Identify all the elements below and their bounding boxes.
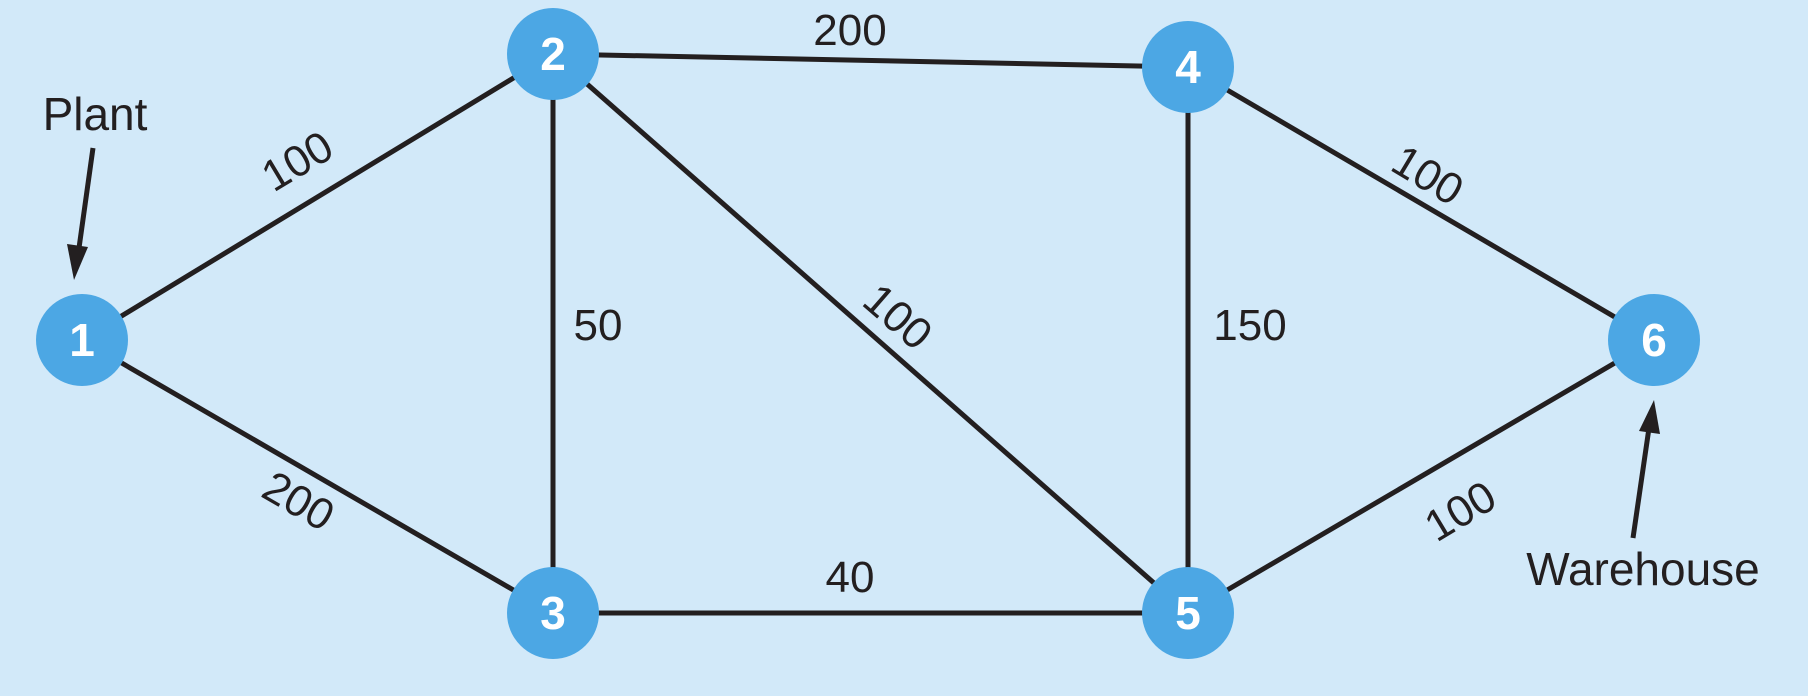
- node-6-label: 6: [1641, 314, 1667, 366]
- node-4-circle: [1142, 21, 1234, 113]
- edge-5-6: [1186, 337, 1656, 616]
- annotation-plant: Plant: [43, 88, 148, 280]
- edges-group: [80, 51, 1656, 616]
- warehouse-arrow-line: [1630, 427, 1652, 539]
- node-6: 6: [1608, 294, 1700, 386]
- node-2-circle: [507, 8, 599, 100]
- plant-arrow-head: [67, 244, 88, 280]
- node-4: 4: [1142, 21, 1234, 113]
- weight-label-3-5: 40: [826, 553, 875, 602]
- node-1-circle: [36, 294, 128, 386]
- edge-2-5: [551, 52, 1190, 615]
- node-3-circle: [507, 567, 599, 659]
- edge-2-4: [552, 51, 1189, 70]
- node-3-label: 3: [540, 587, 566, 639]
- node-6-circle: [1608, 294, 1700, 386]
- node-3: 3: [507, 567, 599, 659]
- nodes-group: 1 2 3 4 5 6: [36, 8, 1700, 659]
- warehouse-label: Warehouse: [1526, 543, 1760, 595]
- node-2-label: 2: [540, 28, 566, 80]
- node-2: 2: [507, 8, 599, 100]
- node-4-label: 4: [1175, 41, 1201, 93]
- node-5-label: 5: [1175, 587, 1201, 639]
- annotation-warehouse: Warehouse: [1526, 400, 1760, 595]
- weight-label-4-5: 150: [1213, 301, 1286, 350]
- node-5: 5: [1142, 567, 1234, 659]
- node-1: 1: [36, 294, 128, 386]
- node-1-label: 1: [69, 314, 95, 366]
- weight-label-2-3: 50: [574, 301, 623, 350]
- warehouse-arrow-head: [1639, 400, 1660, 434]
- weight-label-2-4: 200: [813, 6, 886, 55]
- node-5-circle: [1142, 567, 1234, 659]
- edge-4-6: [1186, 64, 1656, 343]
- plant-label: Plant: [43, 88, 148, 140]
- plant-arrow-line: [76, 147, 96, 249]
- edge-1-2: [80, 51, 555, 343]
- edge-1-3: [80, 337, 555, 616]
